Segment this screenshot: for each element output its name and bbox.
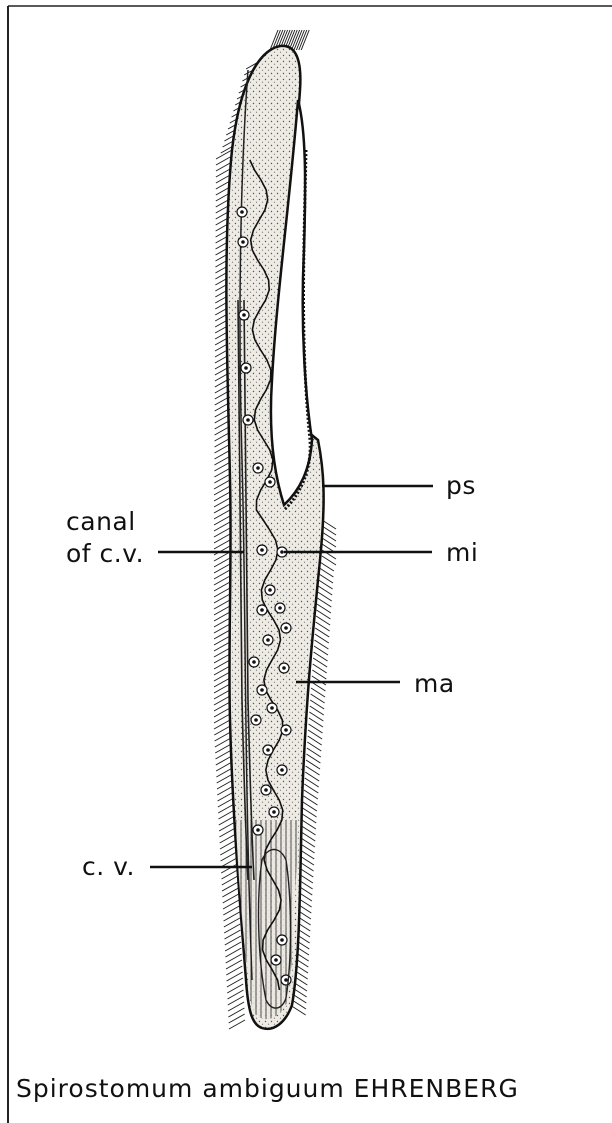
micronucleus-center [266, 638, 270, 642]
micronucleus-center [280, 768, 284, 772]
micronucleus-center [272, 810, 276, 814]
label-canal-line2: of c.v. [66, 539, 144, 568]
micronucleus-center [260, 688, 264, 692]
micronucleus-center [282, 666, 286, 670]
micronucleus-center [280, 550, 284, 554]
micronucleus-center [268, 480, 272, 484]
label-ma: ma [414, 669, 455, 698]
micronucleus-center [260, 608, 264, 612]
micronucleus-center [256, 828, 260, 832]
micronucleus-center [240, 210, 244, 214]
micronucleus-center [278, 606, 282, 610]
micronucleus-center [284, 626, 288, 630]
label-canal-line1: canal [66, 507, 136, 536]
figure-caption: Spirostomum ambiguum EHRENBERG [16, 1074, 519, 1103]
micronucleus-center [241, 240, 245, 244]
micronucleus-center [252, 660, 256, 664]
label-cv: c. v. [82, 852, 135, 881]
micronucleus-center [274, 958, 278, 962]
micronucleus-center [284, 728, 288, 732]
micronucleus-center [254, 718, 258, 722]
micronucleus-center [246, 418, 250, 422]
micronucleus-center [270, 706, 274, 710]
micronucleus-center [242, 313, 246, 317]
label-ps: ps [446, 471, 476, 500]
micronucleus-center [264, 788, 268, 792]
micronucleus-center [280, 938, 284, 942]
pellicle-stripes [236, 820, 298, 1019]
micronucleus-center [268, 588, 272, 592]
micronucleus-center [266, 748, 270, 752]
micronucleus-center [244, 366, 248, 370]
micronucleus-center [260, 548, 264, 552]
micronucleus-center [284, 978, 288, 982]
label-mi: mi [446, 538, 478, 567]
micronucleus-center [256, 466, 260, 470]
